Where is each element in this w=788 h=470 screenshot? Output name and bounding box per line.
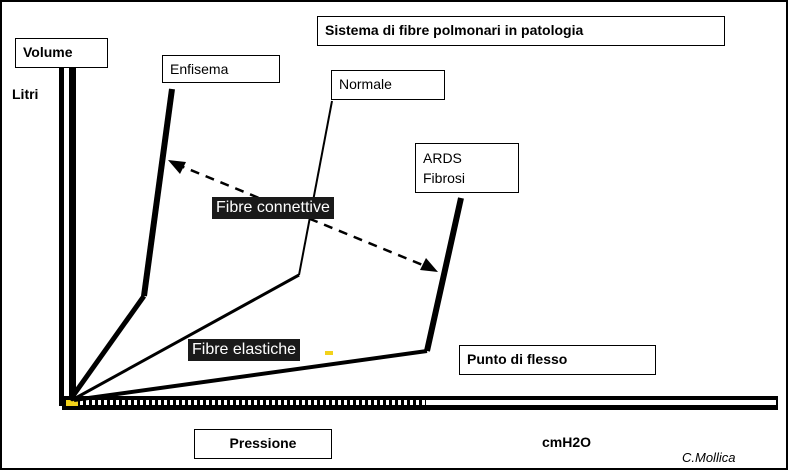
curve-normale-lower [71, 273, 300, 402]
origin-marker [66, 400, 78, 406]
y-axis-inner [64, 64, 69, 402]
y-axis-label: Volume [15, 38, 108, 68]
label-punto-di-flesso: Punto di flesso [459, 345, 656, 375]
curve-ards-upper [424, 197, 464, 352]
label-enfisema: Enfisema [162, 55, 280, 83]
x-axis-inner [426, 400, 776, 405]
x-axis-unit: cmH2O [542, 434, 592, 450]
credit: C.Mollica [682, 450, 736, 465]
label-normale: Normale [331, 70, 445, 100]
diagram-title: Sistema di fibre polmonari in patologia [317, 16, 725, 46]
connective-arrow-line [175, 162, 431, 270]
curve-enfisema-upper [141, 88, 175, 297]
label-fibre-connettive: Fibre connettive [212, 197, 334, 219]
label-fibre-elastiche: Fibre elastiche [188, 339, 301, 361]
y-axis-unit: Litri [12, 86, 39, 102]
label-ards-fibrosi: ARDS Fibrosi [415, 143, 519, 193]
label-ards: ARDS [423, 150, 462, 166]
connective-arrowhead-right [420, 258, 438, 272]
x-axis-label: Pressione [194, 429, 332, 459]
elastic-label-accent [325, 351, 333, 355]
x-axis-hatched [76, 400, 426, 405]
curve-enfisema-lower [67, 294, 147, 402]
label-fibrosi: Fibrosi [423, 170, 466, 186]
connective-arrowhead-left [168, 160, 186, 174]
curve-normale-upper [298, 100, 333, 276]
curve-ards-lower [73, 349, 428, 402]
